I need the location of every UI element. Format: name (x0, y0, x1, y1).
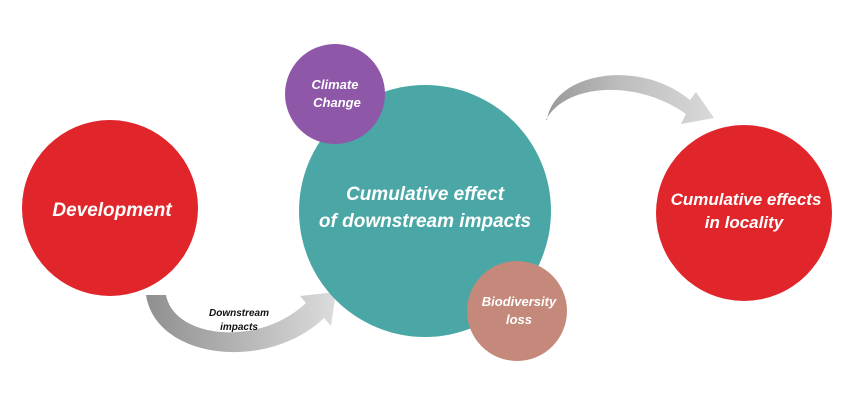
biodiversity-loss-circle (467, 261, 567, 361)
biodiversity-loss-node: Biodiversity loss (467, 261, 567, 361)
cumulative-downstream-label-line2: of downstream impacts (319, 211, 531, 232)
locality-arrow (527, 75, 714, 124)
cumulative-locality-circle (656, 125, 832, 301)
cumulative-locality-label-line2: in locality (705, 213, 785, 232)
cumulative-downstream-label-line1: Cumulative effect (346, 184, 505, 205)
climate-change-label-line1: Climate (312, 77, 359, 92)
cumulative-locality-node: Cumulative effects in locality (656, 125, 832, 301)
development-circle (22, 120, 198, 296)
climate-change-label-line2: Change (313, 95, 361, 110)
climate-change-node: Climate Change (285, 44, 385, 144)
climate-change-circle (285, 44, 385, 144)
locality-arrow-body (527, 75, 714, 124)
development-label: Development (52, 200, 172, 221)
downstream-label-line1: Downstream (209, 308, 269, 319)
cumulative-locality-label-line1: Cumulative effects (671, 190, 822, 209)
downstream-arrow: Downstream impacts (146, 292, 336, 353)
biodiversity-loss-label-line1: Biodiversity (482, 294, 557, 309)
downstream-arrow-body (146, 292, 336, 353)
development-node: Development (22, 120, 198, 296)
biodiversity-loss-label-line2: loss (506, 312, 532, 327)
downstream-label-line2: impacts (220, 322, 258, 333)
